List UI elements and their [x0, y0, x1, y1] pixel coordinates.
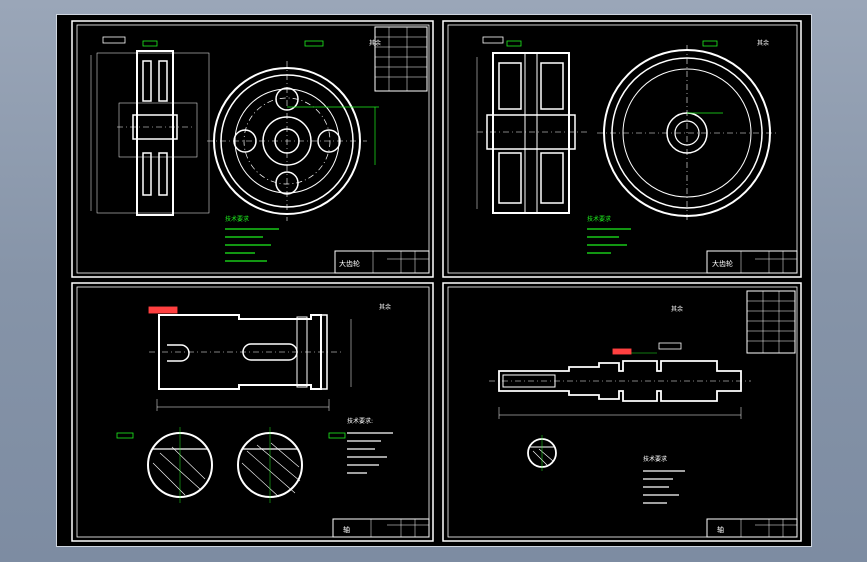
gear-title-block: 大齿轮: [334, 250, 430, 274]
gear-section-view: [476, 36, 587, 214]
shaft-section-a: [116, 427, 213, 503]
shaft-main-view: [489, 342, 751, 419]
panel-shaft-bottom-right: 其余 技术要求 轴: [442, 282, 802, 542]
panel-frame: [71, 282, 434, 542]
shaft-parameter-table: [746, 290, 796, 354]
panel-gear-right: 其余 技术要求 大齿轮: [442, 20, 802, 278]
gear-parameter-table: [374, 26, 428, 92]
panel-shaft-bottom-left: 其余 技术要求: 轴: [71, 282, 434, 542]
gear-title-block: 大齿轮: [706, 250, 798, 274]
shaft-tech-requirements: 技术要求: [643, 455, 685, 504]
gear-front-view: [597, 40, 777, 221]
svg-text:其余: 其余: [369, 39, 381, 47]
gear-tech-requirements: 技术要求: [587, 215, 631, 254]
shaft-tech-requirements: 技术要求:: [347, 417, 393, 474]
svg-text:技术要求: 技术要求: [225, 215, 249, 223]
shaft-title-block: 轴: [706, 518, 798, 538]
svg-text:大齿轮: 大齿轮: [712, 259, 733, 268]
svg-text:大齿轮: 大齿轮: [339, 259, 360, 268]
svg-text:技术要求: 技术要求: [643, 455, 667, 463]
shaft-section: [527, 435, 557, 471]
svg-text:技术要求: 技术要求: [587, 215, 611, 223]
panel-frame: [71, 20, 434, 278]
panel-frame: [442, 282, 802, 542]
shaft-main-view: [148, 306, 352, 411]
shaft-title-block: 轴: [332, 518, 430, 538]
shaft-section-b: [237, 427, 346, 503]
gear-front-view: [207, 40, 379, 221]
svg-text:其余: 其余: [671, 305, 683, 313]
gear-section-view: [90, 36, 210, 216]
panel-frame: [442, 20, 802, 278]
panel-gear-left: 技术要求 其余 大齿轮: [71, 20, 434, 278]
gear-tech-requirements: 技术要求: [225, 215, 279, 262]
svg-text:轴: 轴: [343, 525, 350, 534]
svg-text:技术要求:: 技术要求:: [347, 417, 373, 425]
cad-drawing-sheet: 技术要求 其余 大齿轮: [56, 14, 812, 547]
svg-text:其余: 其余: [379, 303, 391, 311]
svg-text:轴: 轴: [717, 525, 724, 534]
svg-text:其余: 其余: [757, 39, 769, 47]
